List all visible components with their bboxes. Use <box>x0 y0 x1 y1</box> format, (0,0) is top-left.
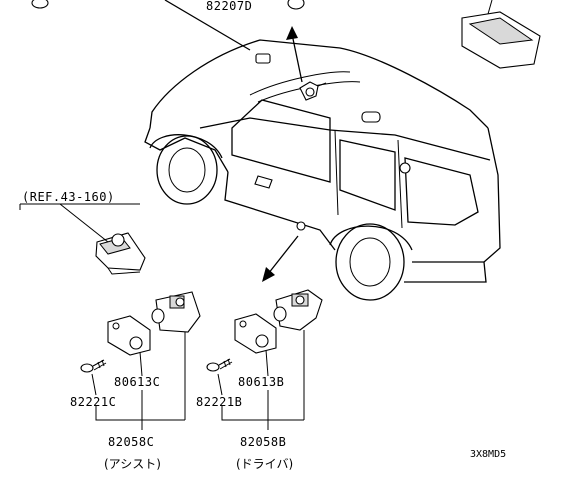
label-80613c: 80613C <box>114 375 160 389</box>
reference-part <box>95 232 146 275</box>
label-82207d: 82207D <box>206 0 252 13</box>
right-callout-lines <box>217 330 305 430</box>
vehicle-outline <box>144 39 501 301</box>
right-switch-plate <box>234 313 277 354</box>
label-82058b: 82058B <box>240 435 286 449</box>
top-dome-part <box>31 0 305 51</box>
upper-right-module <box>461 0 541 69</box>
label-82221c: 82221C <box>70 395 116 409</box>
left-switch-plate <box>107 315 151 356</box>
left-switch-body <box>151 291 201 333</box>
diagram-code: 3X8MD5 <box>470 449 506 460</box>
arrow-down <box>262 235 299 282</box>
label-82221b: 82221B <box>196 395 242 409</box>
left-callout-lines <box>91 332 186 430</box>
label-82058c: 82058C <box>108 435 154 449</box>
label-driver-side: (ドライバ) <box>236 457 293 471</box>
reference-callout-lines <box>19 203 140 243</box>
label-reference: (REF.43-160) <box>22 190 115 204</box>
right-switch-body <box>273 289 323 331</box>
left-screw <box>80 359 107 373</box>
roof-connector <box>299 81 327 101</box>
arrow-up <box>286 26 303 83</box>
roof-lamp-fixture <box>254 53 411 231</box>
label-assist-side: (アシスト) <box>104 457 161 471</box>
label-80613b: 80613B <box>238 375 284 389</box>
right-screw <box>206 358 233 372</box>
